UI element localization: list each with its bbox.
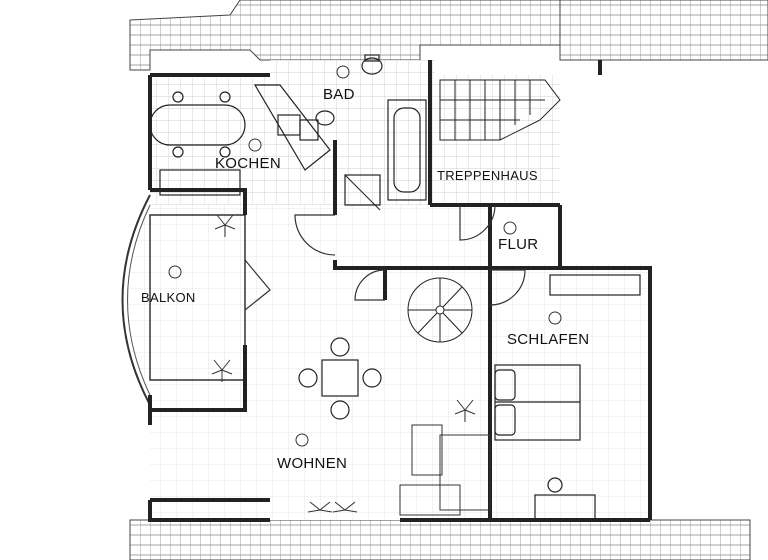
bathroom-fixtures <box>315 54 427 206</box>
walls <box>148 60 652 522</box>
room-label-kochen: KOCHEN <box>215 155 281 172</box>
room-label-balkon: BALKON <box>141 290 196 305</box>
room-label-bad: BAD <box>323 86 355 103</box>
spiral-staircase <box>407 277 473 343</box>
room-label-schlafen: SCHLAFEN <box>507 331 590 348</box>
plants <box>211 214 476 513</box>
room-label-wohnen: WOHNEN <box>277 455 348 472</box>
roof-areas <box>129 0 768 560</box>
balcony-outline <box>121 194 246 406</box>
living-furniture <box>399 424 491 516</box>
room-label-treppenhaus: TREPPENHAUS <box>437 168 538 183</box>
kitchen-fixtures <box>149 84 331 196</box>
doors <box>244 174 526 311</box>
room-markers <box>168 65 562 447</box>
dining-set <box>298 337 382 420</box>
bedroom-furniture <box>494 274 641 521</box>
room-label-flur: FLUR <box>498 236 539 253</box>
staircase <box>439 79 561 141</box>
